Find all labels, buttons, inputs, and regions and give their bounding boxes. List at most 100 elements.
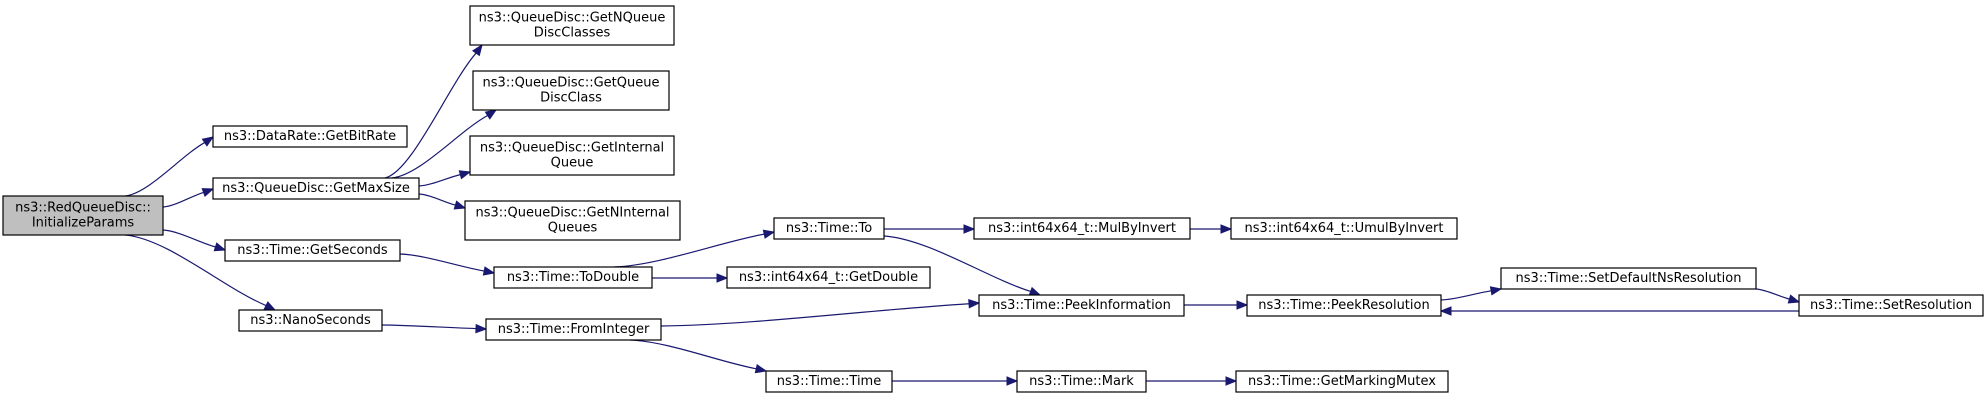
node-box [726,266,931,289]
node-frominteger[interactable]: ns3::Time::FromInteger [485,318,662,341]
node-label: DiscClasses [534,26,611,41]
edge-peekres-to-setdefaultns [1440,290,1492,301]
edge-setdefaultns-to-setres [1755,288,1790,300]
node-box [978,294,1185,317]
edges-layer [124,43,1801,386]
node-box [212,177,420,200]
node-label: ns3::Time::FromInteger [498,322,650,337]
arrowhead [1439,306,1452,316]
node-box [472,70,670,111]
arrowhead [1220,224,1233,234]
node-to[interactable]: ns3::Time::To [773,217,885,240]
node-label: InitializeParams [32,216,135,231]
arrowhead [1006,376,1019,386]
node-setres[interactable]: ns3::Time::SetResolution [1798,294,1984,317]
edge-root-to-getseconds [162,229,216,248]
arrowhead [1236,300,1249,310]
node-box [1016,370,1147,393]
edge-getseconds-to-todouble [399,253,485,272]
arrowhead [213,242,227,252]
nodes-layer: ns3::RedQueueDisc::InitializeParamsns3::… [2,5,1984,393]
node-box [1235,370,1449,393]
node-label: ns3::Time::Mark [1029,374,1134,389]
arrowhead [754,364,768,374]
arrowhead [471,43,483,57]
node-label: ns3::Time::To [786,221,872,236]
edge-getmaxsize-to-getninternal [418,193,456,206]
node-getseconds[interactable]: ns3::Time::GetSeconds [224,239,401,262]
arrowhead [201,136,215,147]
node-box [464,200,681,241]
node-box [212,125,408,148]
arrowhead [968,299,981,309]
node-time[interactable]: ns3::Time::Time [765,370,893,393]
node-box [469,5,675,46]
node-peekinfo[interactable]: ns3::Time::PeekInformation [978,294,1185,317]
node-box [1798,294,1984,317]
node-getmaxsize[interactable]: ns3::QueueDisc::GetMaxSize [212,177,420,200]
node-label: DiscClass [540,91,602,106]
node-label: ns3::DataRate::GetBitRate [224,129,396,144]
node-box [973,217,1191,240]
node-label: Queue [551,156,594,171]
node-label: ns3::int64x64_t::MulByInvert [988,221,1176,236]
arrowhead [1225,376,1238,386]
node-box [469,135,675,176]
arrowhead [1028,286,1042,296]
edge-frominteger-to-peekinfo [660,303,970,327]
node-label: ns3::NanoSeconds [250,313,371,328]
arrowhead [1489,286,1503,296]
node-mulbyinvert[interactable]: ns3::int64x64_t::MulByInvert [973,217,1191,240]
node-label: ns3::Time::SetResolution [1810,298,1972,313]
node-box [1500,267,1757,290]
node-getbitrate[interactable]: ns3::DataRate::GetBitRate [212,125,408,148]
node-box [238,309,383,332]
node-nanoseconds[interactable]: ns3::NanoSeconds [238,309,383,332]
node-label: ns3::Time::PeekResolution [1258,298,1429,313]
node-label: ns3::int64x64_t::UmulByInvert [1245,221,1444,236]
arrowhead [762,229,776,239]
node-box [224,239,401,262]
node-label: ns3::QueueDisc::GetQueue [483,76,660,91]
node-box [773,217,885,240]
edge-getmaxsize-to-getinternal [418,174,461,187]
edge-nanoseconds-to-frominteger [381,324,477,330]
edge-root-to-nanoseconds [124,234,267,307]
arrowhead [453,200,467,210]
node-box [485,318,662,341]
node-label: ns3::int64x64_t::GetDouble [739,270,918,285]
node-label: ns3::QueueDisc::GetInternal [480,141,664,156]
arrowhead [716,273,729,283]
node-mark[interactable]: ns3::Time::Mark [1016,370,1147,393]
node-box [2,195,164,236]
node-setdefaultns[interactable]: ns3::Time::SetDefaultNsResolution [1500,267,1757,290]
arrowhead [484,109,498,120]
arrowhead [482,266,496,276]
arrowhead [963,224,976,234]
node-todouble[interactable]: ns3::Time::ToDouble [493,266,653,289]
node-label: Queues [548,221,598,236]
node-label: ns3::Time::ToDouble [507,270,639,285]
node-box [1230,217,1458,240]
edge-to-to-peekinfo [883,235,1031,293]
arrowhead [1787,294,1801,304]
node-label: ns3::QueueDisc::GetNQueue [479,11,666,26]
edge-root-to-getbitrate [124,142,205,197]
node-root[interactable]: ns3::RedQueueDisc::InitializeParams [2,195,164,236]
node-label: ns3::Time::SetDefaultNsResolution [1516,271,1742,286]
arrowhead [458,170,472,180]
node-label: ns3::RedQueueDisc:: [15,201,151,216]
node-label: ns3::Time::GetMarkingMutex [1248,374,1436,389]
node-getdouble[interactable]: ns3::int64x64_t::GetDouble [726,266,931,289]
node-label: ns3::QueueDisc::GetNInternal [475,206,669,221]
node-label: ns3::QueueDisc::GetMaxSize [222,181,410,196]
node-peekres[interactable]: ns3::Time::PeekResolution [1246,294,1442,317]
edge-getmaxsize-to-getqueue [391,114,488,179]
arrowhead [475,323,488,334]
node-umulbyinvert[interactable]: ns3::int64x64_t::UmulByInvert [1230,217,1458,240]
node-getmarkingmutex[interactable]: ns3::Time::GetMarkingMutex [1235,370,1449,393]
